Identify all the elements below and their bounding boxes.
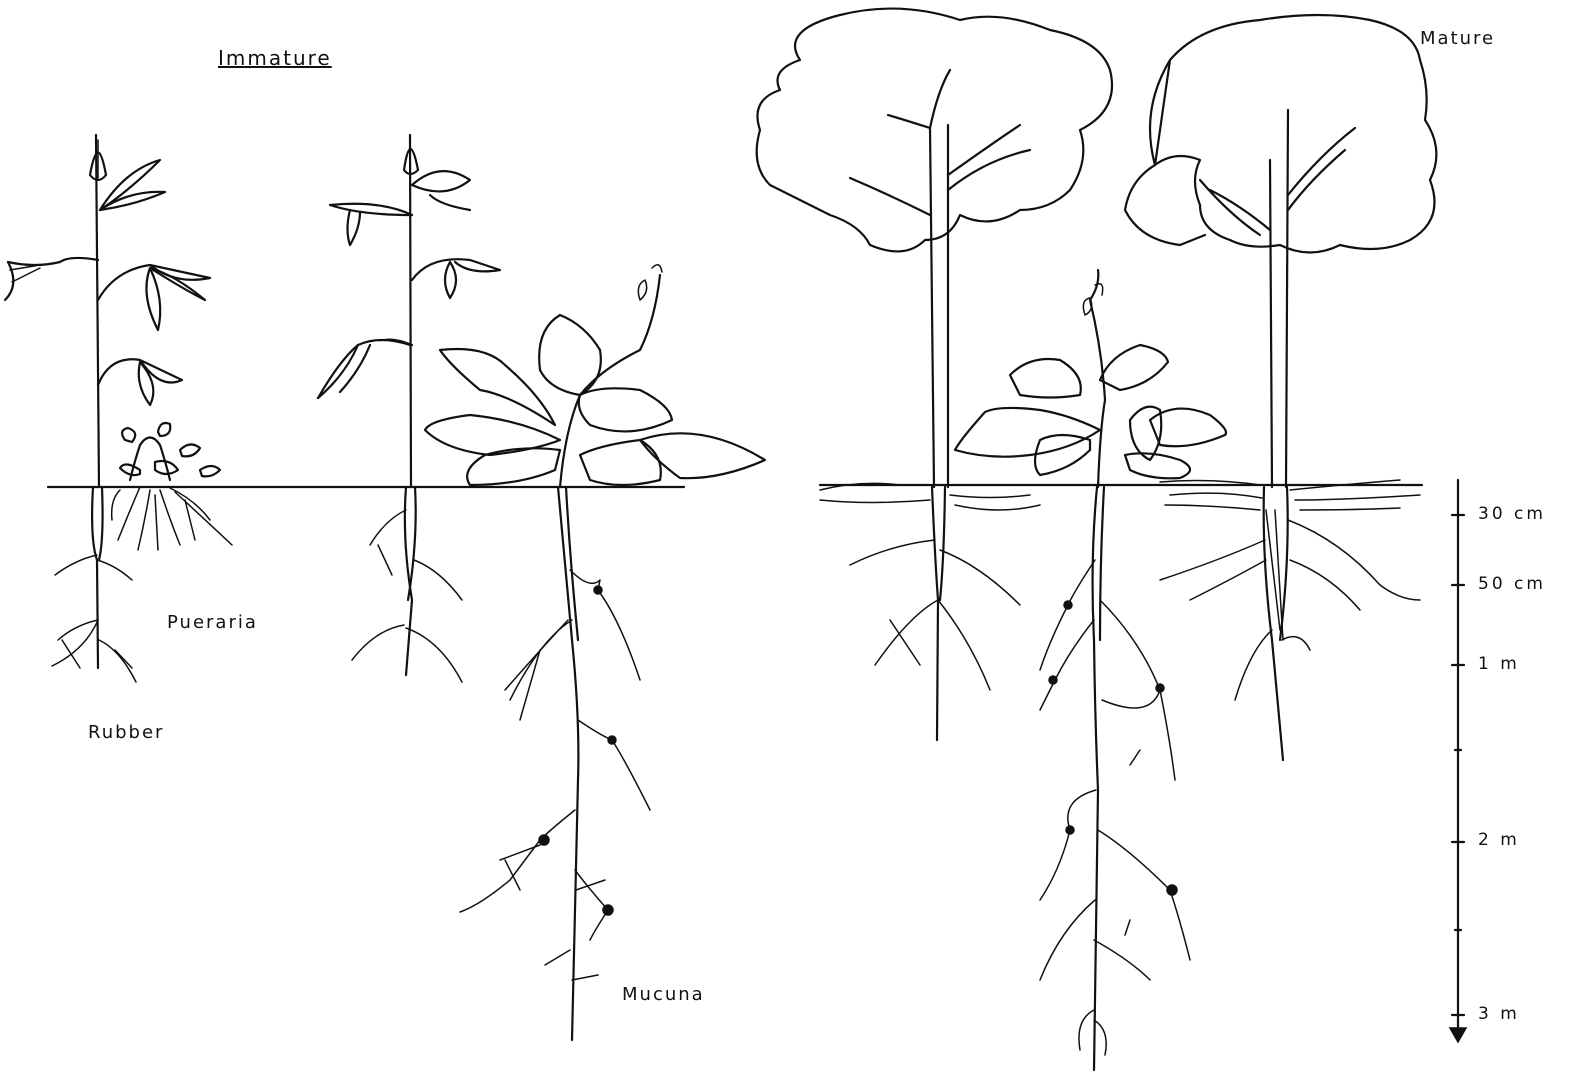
scale-label-30cm: 30 cm xyxy=(1478,504,1546,524)
label-immature: Immature xyxy=(218,46,332,70)
mucuna-plant-immature xyxy=(425,265,765,1040)
label-mucuna: Mucuna xyxy=(622,984,705,1005)
scale-label-2m: 2 m xyxy=(1478,830,1520,850)
label-mature: Mature xyxy=(1420,28,1495,49)
scale-label-50cm: 50 cm xyxy=(1478,574,1546,594)
depth-scale-axis xyxy=(1450,480,1466,1042)
scale-label-3m: 3 m xyxy=(1478,1004,1520,1024)
label-immature-text: Immature xyxy=(218,46,332,70)
label-rubber: Rubber xyxy=(88,722,164,743)
mucuna-plant-mature xyxy=(955,270,1226,1070)
rubber-tree-mature-left xyxy=(757,9,1112,740)
rubber-seedling-middle xyxy=(318,135,500,682)
rubber-seedling-left xyxy=(5,135,210,682)
rubber-tree-mature-right xyxy=(1125,15,1436,760)
scale-label-1m: 1 m xyxy=(1478,654,1520,674)
label-pueraria: Pueraria xyxy=(167,612,258,633)
